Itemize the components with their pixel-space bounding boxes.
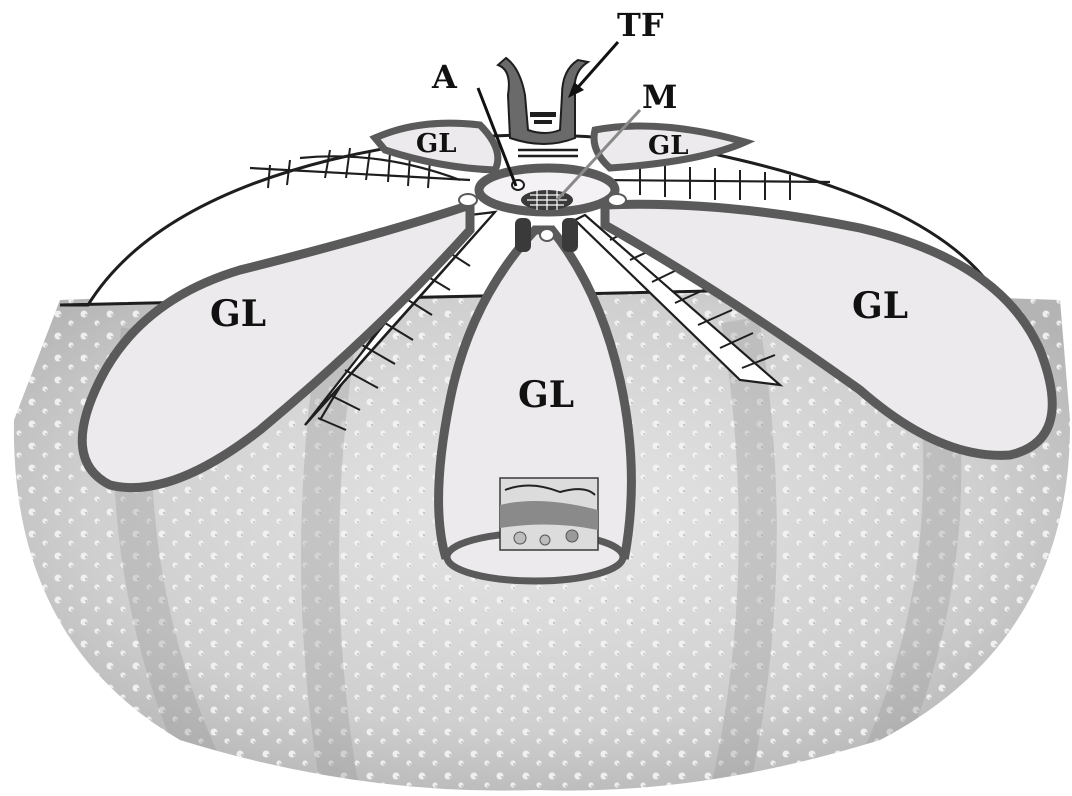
label-a: A [431,58,458,96]
label-tf: TF [617,6,664,44]
label-gl-upper-left: GL [416,129,457,159]
pore-right [608,194,626,206]
pore-left [459,194,477,206]
label-gl-left: GL [210,293,266,335]
label-gl-center: GL [518,374,574,416]
pore-center [540,229,554,241]
label-m: M [642,78,677,116]
histology-inset [500,478,598,550]
label-gl-upper-right: GL [648,131,689,161]
label-gl-right: GL [852,285,908,327]
